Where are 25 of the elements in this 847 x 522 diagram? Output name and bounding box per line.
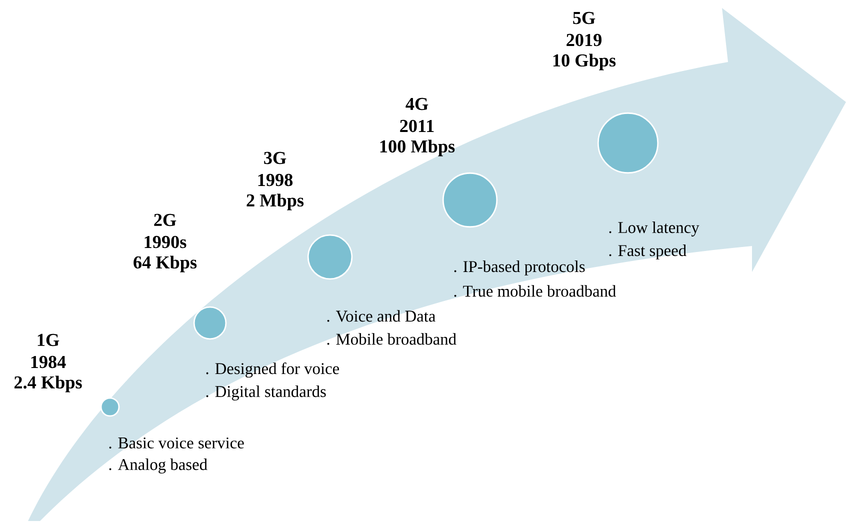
generation-heading: 2G [154, 214, 176, 226]
feature-item: . Low latency [609, 222, 700, 236]
feature-item: . IP-based protocols [454, 260, 585, 276]
feature-item: . Basic voice service [109, 437, 244, 449]
feature-item: . Fast speed [609, 244, 686, 260]
generation-heading: 1998 [258, 174, 293, 186]
generation-heading: 2019 [566, 34, 602, 46]
generation-heading: 1990s [144, 236, 186, 248]
generation-heading: 100 Mbps [380, 140, 455, 156]
feature-item: . Mobile broadband [327, 333, 456, 345]
generation-heading: 10 Gbps [553, 54, 616, 70]
feature-item: . Digital standards [206, 386, 326, 400]
generation-heading: 64 Kbps [134, 256, 197, 272]
generation-heading: 2.4 Kbps [14, 376, 82, 392]
feature-item: . Designed for voice [206, 362, 340, 378]
feature-item: . Analog based [109, 458, 208, 474]
generation-heading: 2011 [400, 120, 434, 132]
generation-heading: 5G [573, 12, 596, 24]
feature-item: . Voice and Data [327, 310, 436, 322]
generation-heading: 1984 [31, 356, 66, 368]
generation-heading: 1G [38, 334, 60, 346]
generation-heading: 3G [264, 152, 286, 164]
feature-item: . True mobile broadband [454, 285, 616, 297]
generation-heading: 2 Mbps [246, 194, 304, 210]
generation-heading: 4G [406, 98, 428, 110]
